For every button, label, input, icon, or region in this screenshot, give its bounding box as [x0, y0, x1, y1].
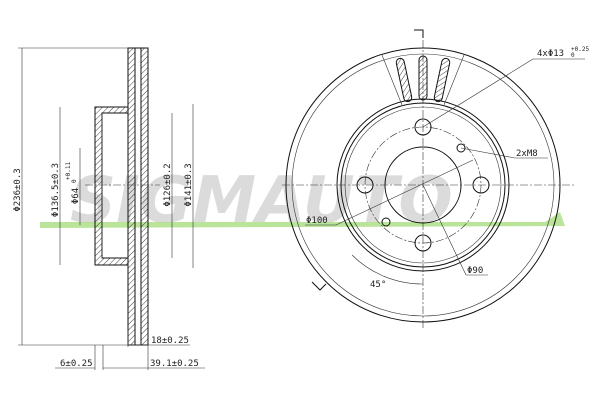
side-view: Φ236±0.3 Φ136.5±0.3 Φ64 +0.11 0 Φ126±0.2… [13, 47, 205, 370]
dim-center-bore: Φ64 [71, 188, 81, 204]
disc-plate-outer [127, 47, 136, 346]
m8-hole [381, 217, 391, 227]
dim-90: Φ90 [467, 266, 483, 276]
dim-hat-thickness: 6±0.25 [60, 359, 93, 369]
front-view: 4xΦ13 +0.25 0 2xM8 Φ100 Φ90 45° [282, 29, 589, 330]
m8-hole [456, 143, 466, 153]
dim-bolt-holes-tol-upper: +0.25 [571, 46, 589, 53]
dim-threads: 2xM8 [516, 149, 538, 159]
dim-outer-diameter: Φ236±0.3 [13, 168, 23, 211]
dim-141: Φ141±0.3 [184, 163, 194, 206]
dim-pcd: Φ100 [306, 216, 328, 226]
dim-bolt-holes-tol-lower: 0 [571, 52, 575, 59]
disc-plate-inner [140, 47, 149, 346]
dim-center-bore-tol-upper: +0.11 [65, 162, 72, 180]
dim-136-5: Φ136.5±0.3 [51, 163, 61, 217]
dim-height: 39.1±0.25 [150, 359, 199, 369]
dim-bolt-holes: 4xΦ13 [537, 49, 564, 59]
dim-center-bore-tol-lower: 0 [71, 179, 78, 183]
sigmauto-watermark: SIGMAUTO [40, 164, 565, 238]
dim-angle: 45° [370, 280, 386, 290]
dim-thickness: 18±0.25 [151, 336, 189, 346]
watermark-stripe [40, 212, 565, 228]
dim-126: Φ126±0.2 [163, 163, 173, 206]
